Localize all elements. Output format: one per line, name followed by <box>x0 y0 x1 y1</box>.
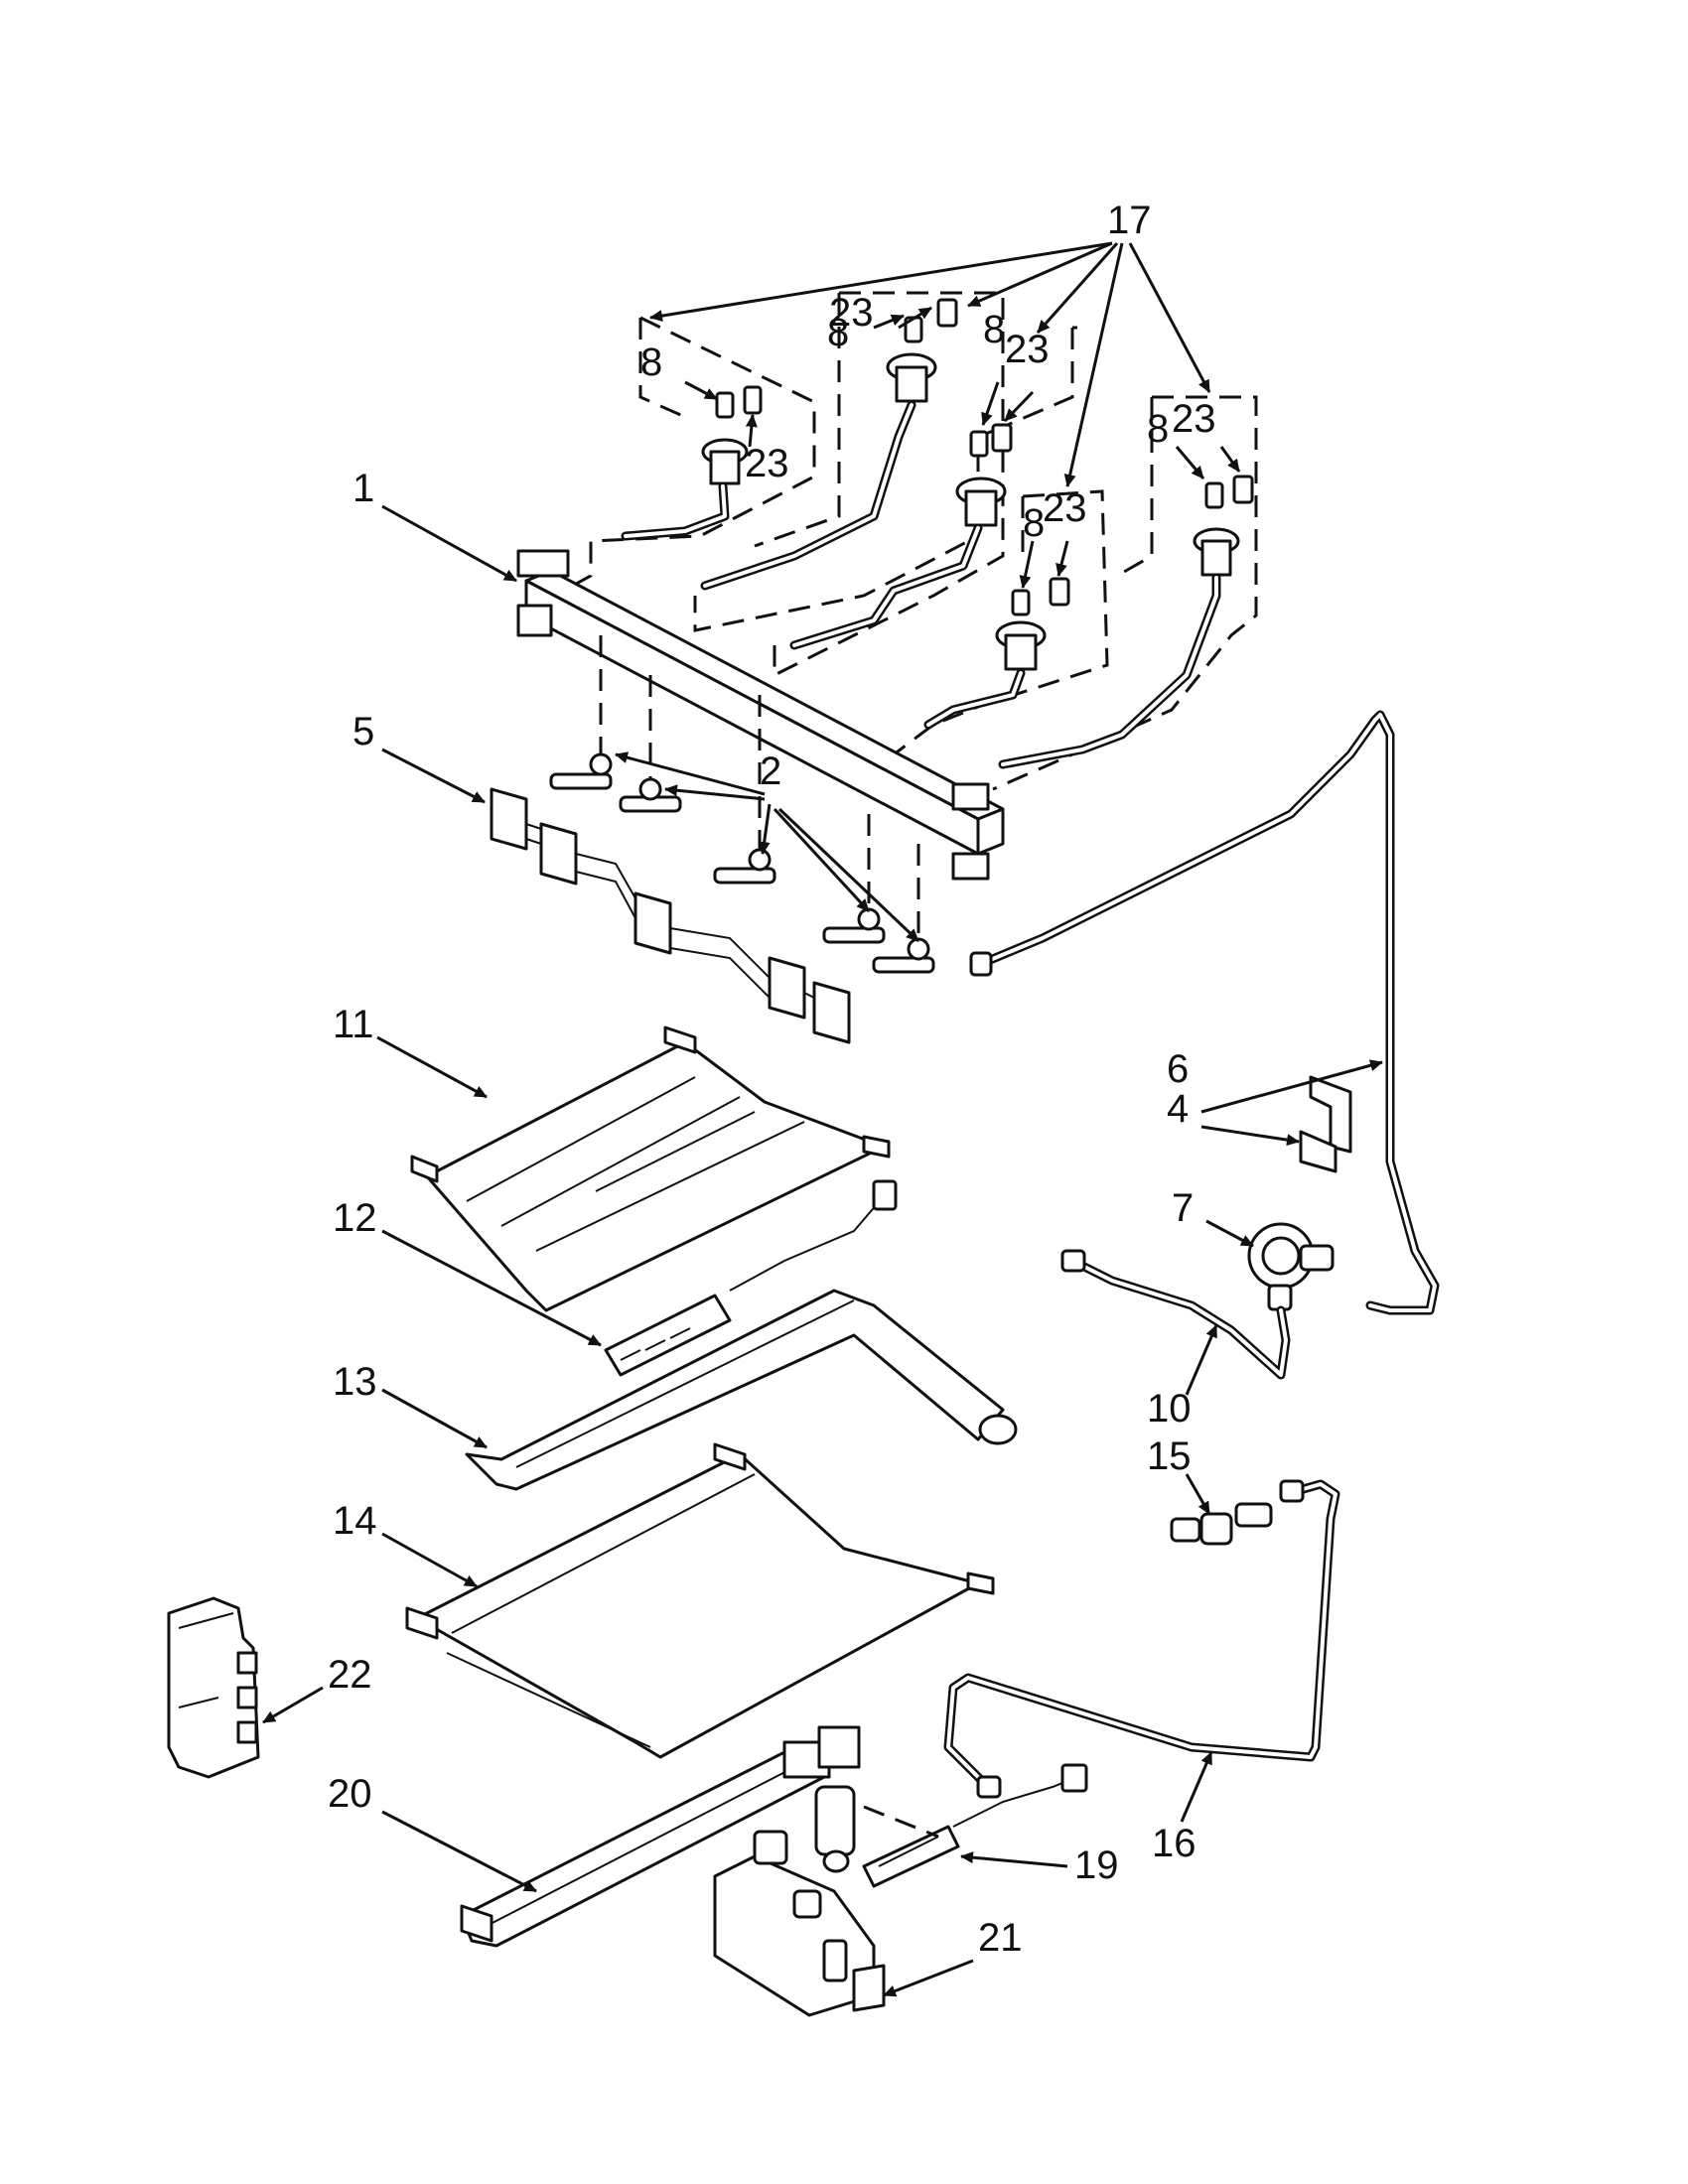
callout-6: 6 <box>1167 1047 1189 1091</box>
burner-valve-group-1 <box>535 316 816 608</box>
callout-12: 12 <box>333 1196 377 1240</box>
callout-23d: 23 <box>745 442 789 485</box>
callout-1: 1 <box>352 467 374 510</box>
broil-burner <box>460 1725 861 1948</box>
manifold-bar <box>516 549 1005 881</box>
burner-valve-group-3 <box>773 326 1077 678</box>
burner-valve-group-2 <box>693 291 1005 632</box>
orifice-fittings <box>549 635 935 974</box>
callout-23a: 23 <box>829 291 874 335</box>
callout-16: 16 <box>1152 1822 1196 1865</box>
callout-8d: 8 <box>1147 407 1169 451</box>
burner-valve-4 <box>995 577 1070 671</box>
callout-2: 2 <box>760 750 781 793</box>
burner-valve-2 <box>886 298 958 403</box>
regulator-bracket <box>1299 1075 1352 1173</box>
burner-valve-3 <box>955 423 1013 527</box>
burner-valve-1 <box>701 385 763 485</box>
orifice-1 <box>549 752 613 790</box>
callout-15: 15 <box>1147 1434 1192 1478</box>
burner-shield <box>410 1025 891 1312</box>
gas-supply-tube <box>969 710 1440 1315</box>
callout-8e: 8 <box>1023 501 1045 545</box>
callout-14: 14 <box>333 1499 377 1543</box>
valve-bracket <box>490 787 851 1044</box>
callout-10: 10 <box>1147 1387 1192 1431</box>
broil-gas-tube <box>943 1479 1340 1799</box>
orifice-3 <box>713 848 776 885</box>
burner-valve-group-5 <box>992 395 1258 791</box>
callout-11: 11 <box>333 1003 374 1046</box>
callout-7: 7 <box>1172 1186 1194 1230</box>
callout-8a: 8 <box>827 311 849 354</box>
burner-valve-5 <box>1193 475 1254 577</box>
regulator-tube <box>1060 1249 1291 1380</box>
callout-23b: 23 <box>1005 328 1050 371</box>
broil-valve <box>713 1830 886 2017</box>
orifice-4 <box>822 907 886 944</box>
orifice-2 <box>619 777 682 813</box>
broil-shield <box>405 1442 995 1759</box>
broil-igniter <box>862 1763 1088 1888</box>
callout-23c: 23 <box>1172 397 1216 441</box>
callout-13: 13 <box>333 1360 377 1404</box>
callout-22: 21 <box>978 1916 1023 1960</box>
callout-21: 22 <box>328 1653 372 1697</box>
pressure-regulator <box>1247 1222 1335 1311</box>
callout-labels: 17 23 8 8 8 23 8 23 23 8 23 1 5 2 4 6 7 … <box>328 199 1216 1960</box>
valve-fitting <box>1170 1502 1273 1546</box>
oven-igniter <box>604 1179 898 1377</box>
callout-17: 17 <box>1107 199 1152 242</box>
callout-20: 20 <box>328 1772 372 1816</box>
callout-5: 5 <box>352 710 374 753</box>
leader-lines <box>262 241 1383 1997</box>
callout-23e: 23 <box>1043 486 1087 530</box>
orifice-5 <box>872 937 935 974</box>
oven-burner <box>465 1289 1018 1491</box>
igniter-module <box>167 1596 260 1779</box>
callout-4: 4 <box>1167 1087 1189 1131</box>
callout-19: 19 <box>1074 1843 1119 1887</box>
burner-valve-group-4 <box>893 489 1109 756</box>
callout-8b: 8 <box>640 341 662 384</box>
callout-8c: 8 <box>983 308 1005 351</box>
